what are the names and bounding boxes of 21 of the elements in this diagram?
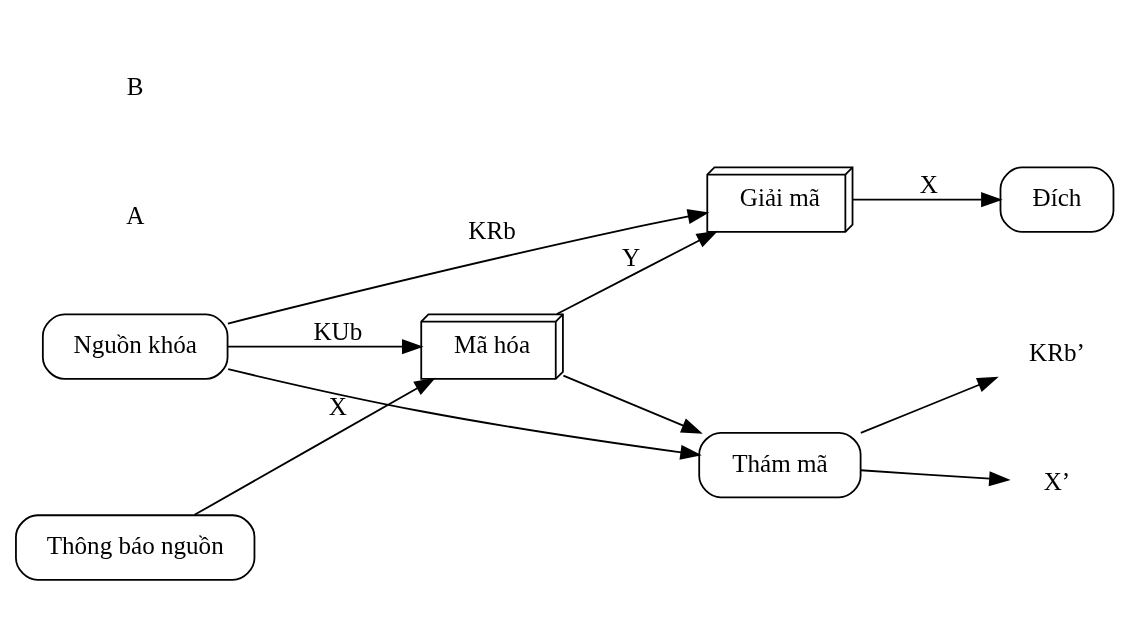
node-box: Đích xyxy=(999,166,1115,233)
arrow xyxy=(562,374,703,434)
edge-label: Y xyxy=(622,244,641,272)
arrow xyxy=(859,376,999,434)
edge-label: KUb xyxy=(313,317,363,345)
label: A xyxy=(126,202,145,230)
node-box: Nguồn khóa xyxy=(41,313,229,380)
edge-label: X xyxy=(328,393,347,421)
node-box: Thám mã xyxy=(698,431,862,499)
arrow xyxy=(193,377,436,516)
label: B xyxy=(126,73,144,101)
arrow xyxy=(227,368,702,460)
node-text: X’ xyxy=(1043,467,1071,495)
arrow xyxy=(556,230,719,315)
node-box: Thông báo nguồn xyxy=(15,514,256,581)
edge-label: KRb xyxy=(468,217,516,245)
arrow xyxy=(227,339,424,355)
arrow xyxy=(859,469,1011,487)
node-text: KRb’ xyxy=(1029,338,1085,366)
arrow xyxy=(851,192,1003,208)
edge-label: X xyxy=(919,170,938,198)
